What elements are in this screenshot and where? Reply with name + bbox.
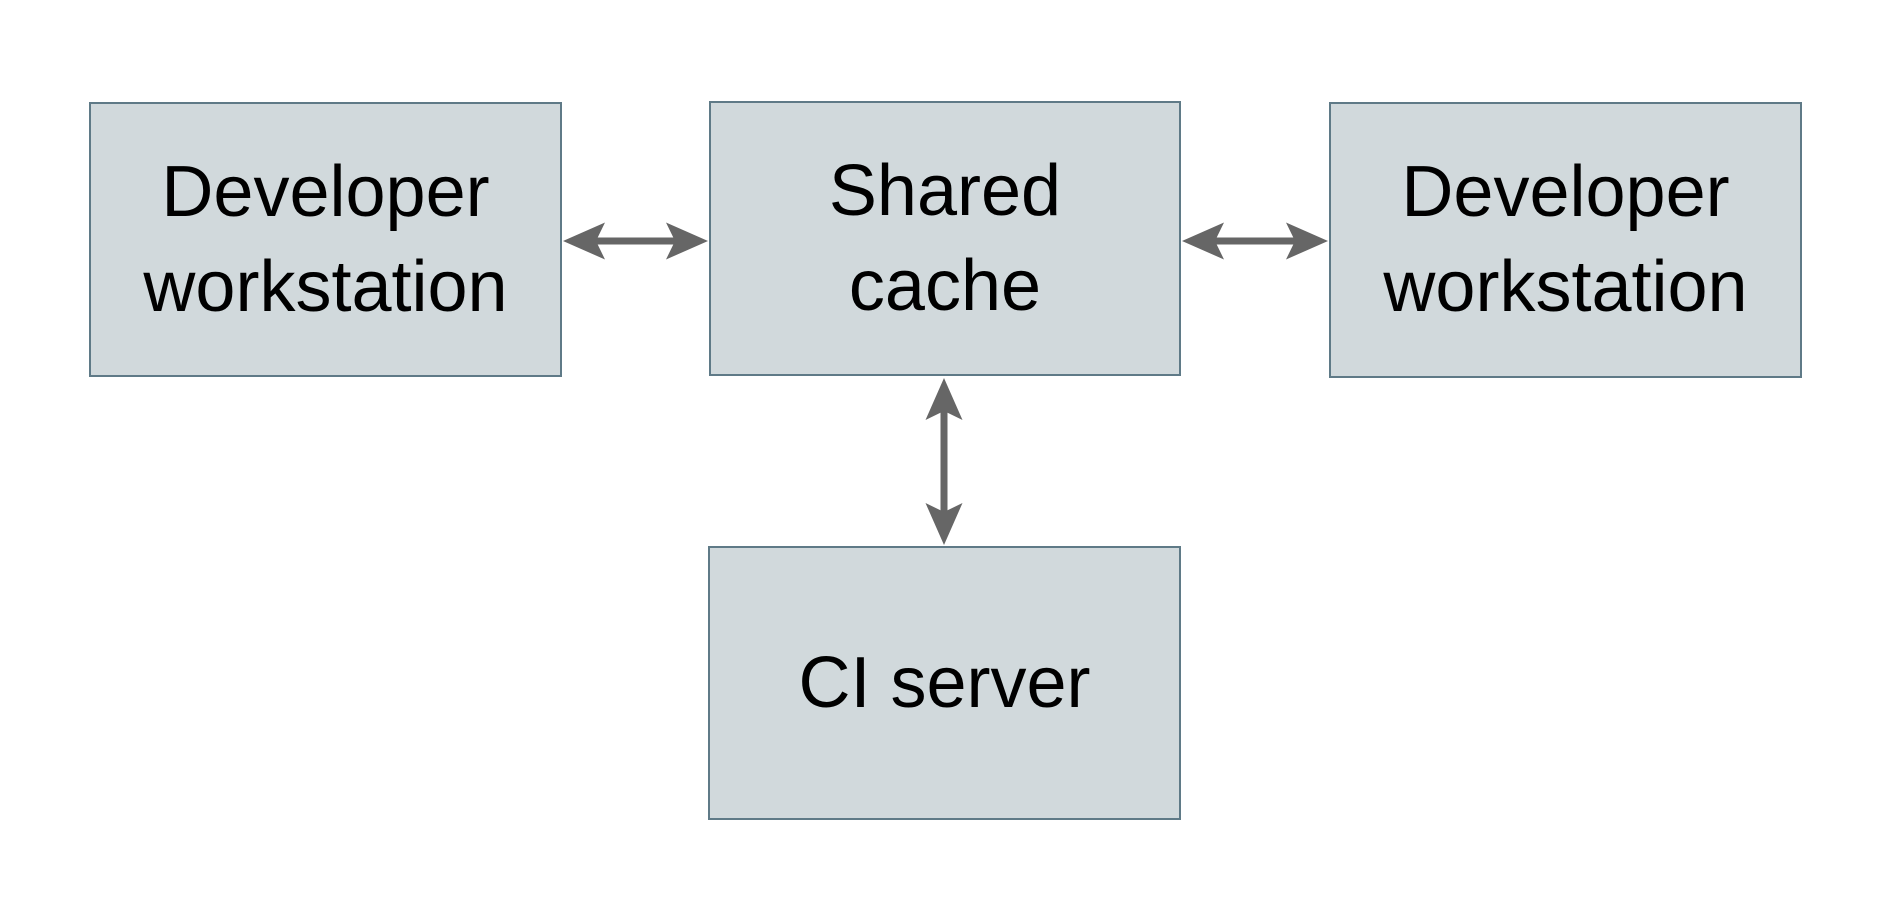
arrow-head-left (563, 222, 605, 260)
arrow-head-bottom (925, 503, 963, 545)
node-developer-workstation-right: Developer workstation (1329, 102, 1802, 378)
node-label-line: CI server (798, 642, 1091, 723)
bidirectional-arrow-cache-ci-server-icon (925, 378, 963, 545)
node-label-line: workstation (1383, 247, 1748, 327)
node-label-line: Developer (161, 151, 490, 232)
bidirectional-arrow-cache-right-workstation-icon (1182, 222, 1328, 260)
bidirectional-arrow-left-workstation-cache-icon (563, 222, 708, 260)
arrow-head-left (1182, 222, 1224, 260)
arrow-head-right (1286, 222, 1328, 260)
node-label-line: cache (848, 245, 1042, 326)
node-shared-cache: Shared cache (709, 101, 1181, 376)
node-label-line: workstation (143, 246, 508, 327)
arrow-head-right (666, 222, 708, 260)
node-label-line: Developer (1401, 152, 1730, 232)
node-developer-workstation-left: Developer workstation (89, 102, 562, 377)
node-label-line: Shared (828, 150, 1062, 231)
arrow-head-top (925, 378, 963, 420)
node-ci-server: CI server (708, 546, 1181, 820)
